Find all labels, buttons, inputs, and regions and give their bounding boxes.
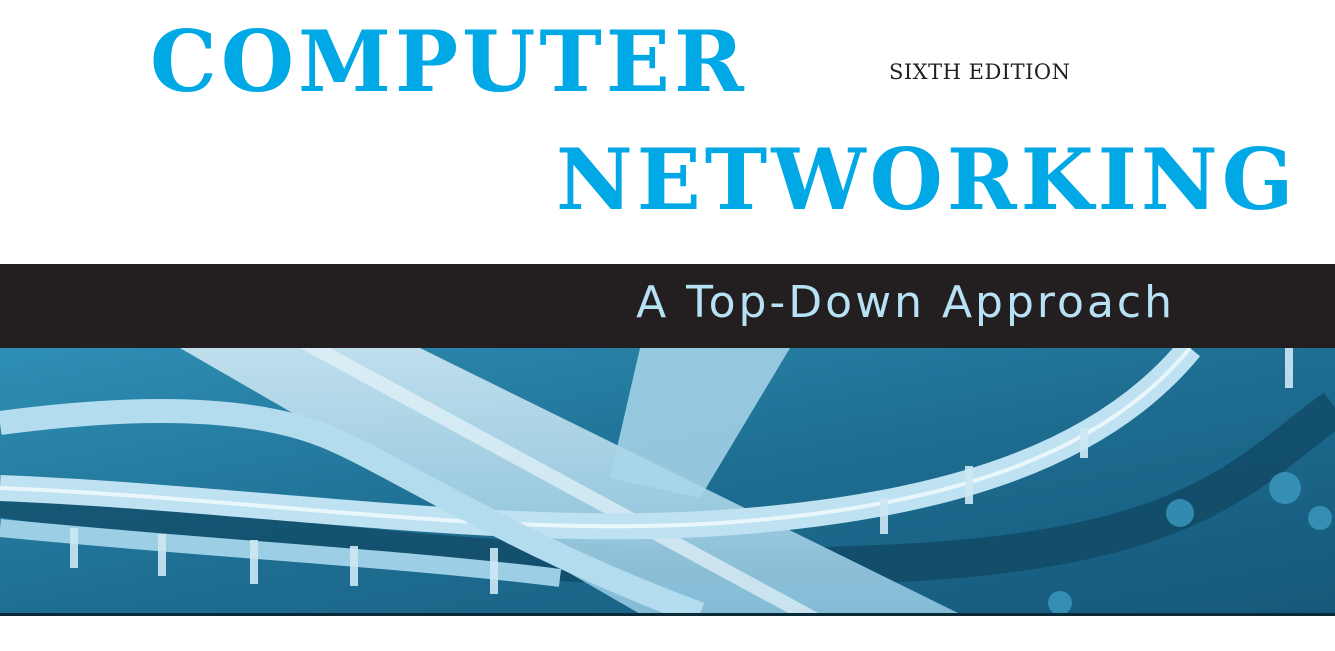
title-line-networking: NETWORKING [556, 130, 1298, 229]
title-line-computer: COMPUTER [150, 12, 748, 111]
highway-interchange-photo [0, 348, 1335, 614]
subtitle-band: A Top-Down Approach [0, 264, 1335, 348]
bottom-rule [0, 613, 1335, 616]
subtitle: A Top-Down Approach [636, 277, 1175, 328]
edition-label: SIXTH EDITION [889, 60, 1071, 84]
